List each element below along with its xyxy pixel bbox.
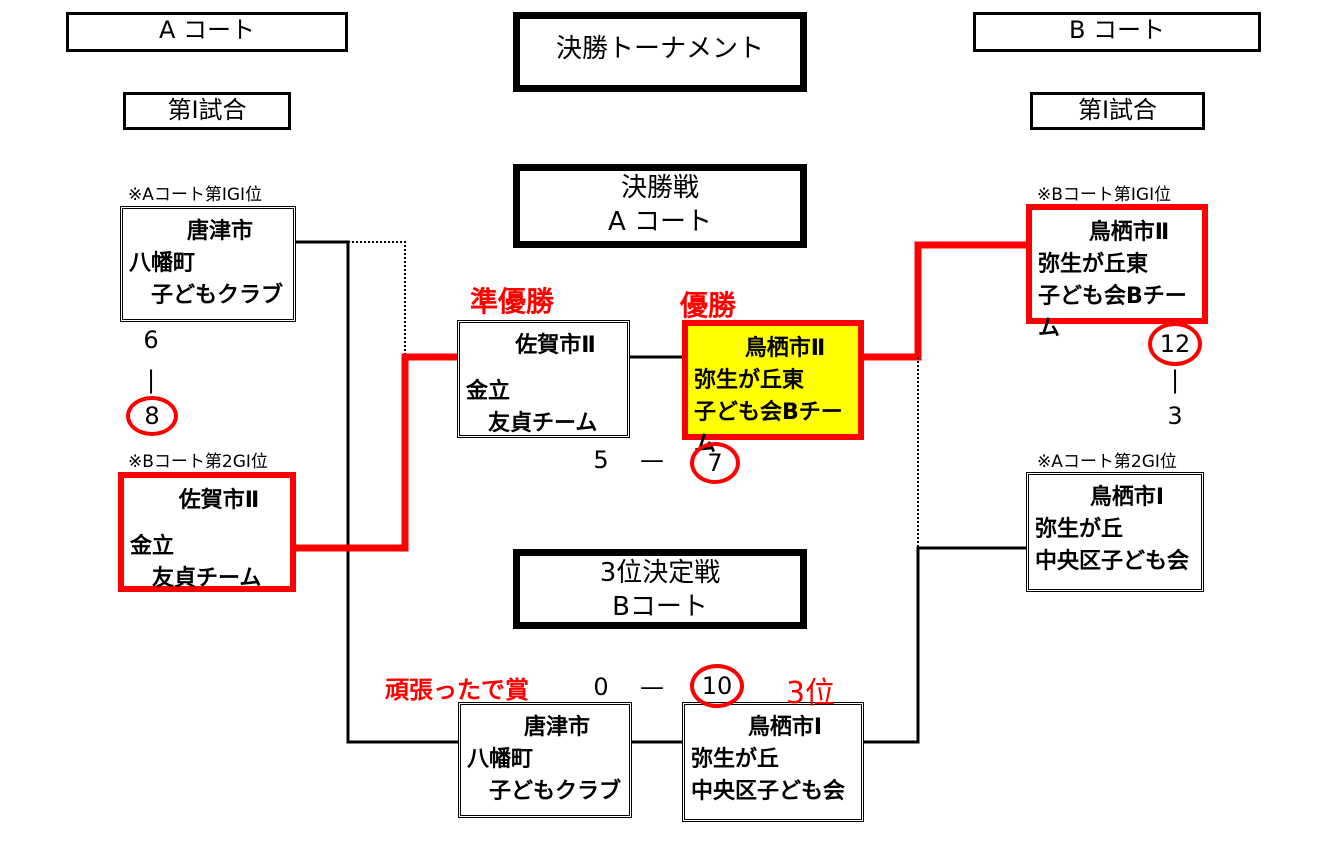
score-a-bottom-winner: 8 (126, 396, 178, 436)
team-name: 鳥栖市Ⅱ (744, 336, 826, 361)
team-club: 子ども会Bチーム (694, 400, 843, 457)
final-header-line1: 決勝戦 (620, 173, 699, 203)
team-third-right: 鳥栖市Ⅰ 弥生が丘 中央区子ども会 (682, 702, 864, 822)
team-third-left: 唐津市 八幡町 子どもクラブ (458, 702, 632, 818)
team-club: 子どもクラブ (489, 779, 622, 804)
a-seed-top-note: ※Aコート第ⅠGⅠ位 (128, 185, 263, 205)
a-round1-header: 第Ⅰ試合 (123, 92, 291, 130)
team-area: 弥生が丘東 (1038, 252, 1149, 277)
team-name: 唐津市 (186, 219, 253, 244)
team-right-top: 鳥栖市Ⅱ 弥生が丘東 子ども会Bチーム (1026, 204, 1208, 341)
team-area: 金立 (466, 379, 511, 404)
score-b-top-winner: 12 (1148, 322, 1202, 366)
team-final-champion: 鳥栖市Ⅱ 弥生が丘東 子ども会Bチーム (682, 320, 864, 457)
score-third-left: 0 (593, 673, 609, 701)
third-header-line1: 3位決定戦 (599, 558, 721, 588)
final-header-line2: A コート (607, 207, 713, 237)
team-name: 鳥栖市Ⅱ (1088, 220, 1170, 245)
award-champion: 優勝 (680, 289, 737, 322)
team-area: 弥生が丘 (1035, 517, 1124, 542)
team-left-top: 唐津市 八幡町 子どもクラブ (120, 206, 296, 322)
team-name: 唐津市 (523, 715, 590, 740)
team-club: 中央区子ども会 (1035, 549, 1190, 574)
b-seed-bottom-note: ※Aコート第2GⅠ位 (1037, 452, 1177, 472)
b-round1-header: 第Ⅰ試合 (1030, 92, 1205, 130)
team-club: 子どもクラブ (151, 283, 284, 308)
line-left-top (295, 240, 460, 744)
third-header: 3位決定戦 Bコート (513, 549, 807, 629)
main-title-text: 決勝トーナメント (555, 34, 764, 64)
team-area: 弥生が丘東 (694, 368, 805, 393)
team-name: 佐賀市Ⅱ (178, 488, 260, 513)
third-header-line2: Bコート (612, 592, 708, 622)
a-court-header: A コート (66, 12, 348, 52)
line-left-dotted (348, 241, 406, 357)
award-third-place: 3位 (786, 676, 836, 711)
team-name: 鳥栖市Ⅰ (1089, 485, 1165, 510)
score-final-right-winner: 7 (690, 442, 740, 484)
team-area: 弥生が丘 (691, 747, 780, 772)
score-b-sep: | (1170, 366, 1180, 394)
a-seed-bottom-note: ※Bコート第2GⅠ位 (128, 452, 268, 472)
line-right-red (864, 241, 1027, 361)
team-left-bottom: 佐賀市Ⅱ 金立 友貞チーム (118, 472, 296, 592)
b-court-header: B コート (973, 12, 1261, 52)
team-final-left: 佐賀市Ⅱ 金立 友貞チーム (457, 320, 630, 438)
award-fighting-spirit: 頑張ったで賞 (385, 676, 529, 704)
team-right-bottom: 鳥栖市Ⅰ 弥生が丘 中央区子ども会 (1026, 472, 1204, 592)
team-name: 鳥栖市Ⅰ (747, 715, 823, 740)
team-club: 中央区子ども会 (691, 779, 846, 804)
line-left-red (295, 353, 460, 552)
team-area: 八幡町 (129, 251, 196, 276)
score-a-sep: | (146, 366, 156, 394)
team-club: 子ども会Bチーム (1038, 284, 1187, 341)
team-club: 友貞チーム (488, 411, 598, 436)
team-area: 八幡町 (467, 747, 534, 772)
main-title: 決勝トーナメント (513, 12, 807, 92)
award-runner-up: 準優勝 (470, 285, 555, 318)
score-final-left: 5 (593, 446, 609, 474)
score-third-dash: — (640, 673, 664, 701)
line-right-bottom (862, 546, 1027, 744)
score-b-bottom: 3 (1167, 402, 1183, 430)
final-header: 決勝戦 A コート (513, 164, 807, 248)
score-a-top: 6 (143, 326, 159, 354)
score-third-right-winner: 10 (690, 664, 744, 708)
team-name: 佐賀市Ⅱ (515, 333, 596, 358)
team-area: 金立 (130, 534, 175, 559)
score-final-dash: — (640, 446, 664, 474)
b-seed-top-note: ※Bコート第ⅠGⅠ位 (1037, 185, 1172, 205)
team-club: 友貞チーム (152, 566, 262, 591)
